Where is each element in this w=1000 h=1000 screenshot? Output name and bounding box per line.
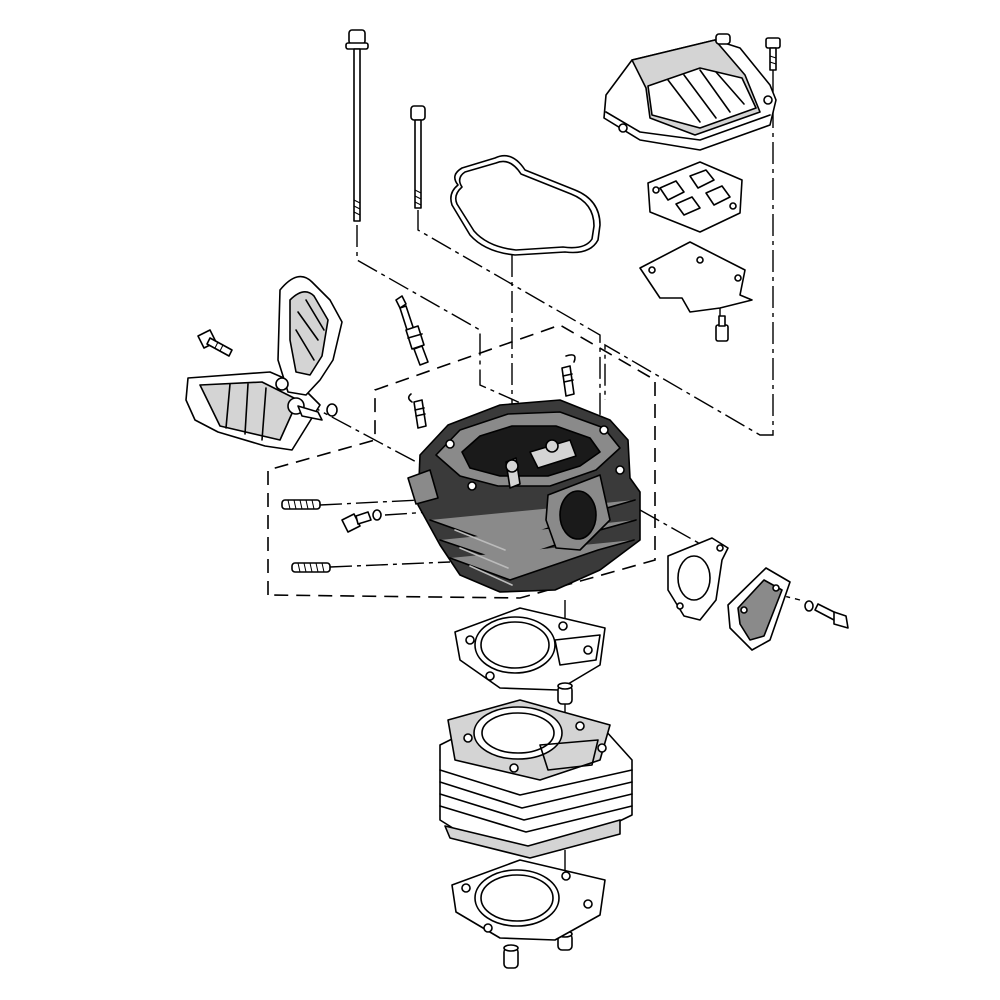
- dowel-pin-lower-left: [503, 944, 519, 969]
- long-head-bolt[interactable]: [345, 29, 369, 222]
- side-cover[interactable]: [727, 567, 791, 651]
- flange-bolt[interactable]: [341, 509, 382, 533]
- guide-bolt[interactable]: [197, 329, 233, 357]
- side-cover-bolt[interactable]: [804, 600, 849, 629]
- head-cover-gasket: [450, 154, 601, 256]
- valve-cap-right[interactable]: [561, 354, 576, 397]
- cam-chain-guide: [185, 275, 343, 451]
- head-cover[interactable]: [603, 33, 777, 151]
- short-head-bolt[interactable]: [410, 105, 426, 209]
- breather-plate: [647, 161, 743, 233]
- cylinder-head[interactable]: [407, 399, 641, 593]
- breather-bolt[interactable]: [715, 315, 729, 342]
- stud-bolt-lower[interactable]: [291, 562, 331, 573]
- stud-bolt-upper[interactable]: [281, 499, 321, 510]
- guide-collar: [297, 403, 338, 421]
- head-cover-bolt[interactable]: [765, 37, 781, 71]
- spark-plug[interactable]: [395, 295, 429, 366]
- cylinder-base-gasket: [451, 859, 606, 941]
- cylinder-head-gasket: [454, 607, 606, 691]
- dowel-pin-upper: [557, 682, 573, 705]
- side-cover-gasket: [667, 537, 729, 621]
- cylinder-block[interactable]: [439, 699, 633, 859]
- breather-gasket: [639, 241, 753, 313]
- valve-cap-left[interactable]: [407, 393, 427, 429]
